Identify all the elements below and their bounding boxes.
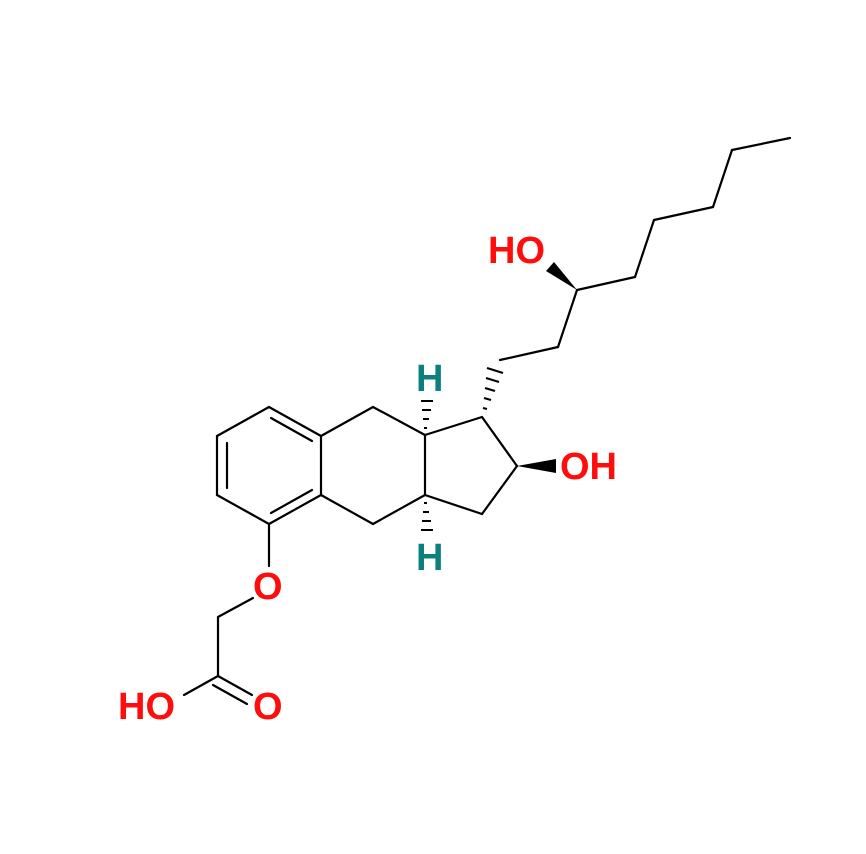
double-bond-inner — [269, 488, 314, 515]
bond — [371, 405, 427, 437]
bond — [267, 405, 323, 438]
hashed-bond-chain — [482, 367, 504, 410]
ether-oxygen-label: O — [253, 566, 283, 608]
hashed-bond-bottom-h — [421, 502, 433, 531]
hashed-bond-top-h — [421, 400, 433, 429]
bond — [730, 136, 792, 152]
bond — [498, 345, 560, 362]
bond — [216, 674, 254, 697]
double-bond-inner — [269, 416, 314, 443]
wedge-bond — [517, 459, 556, 473]
bond — [711, 148, 734, 209]
bond — [480, 415, 519, 468]
ring-hydroxyl-label: OH — [560, 446, 617, 488]
bond — [575, 275, 637, 292]
carbonyl-oxygen-label: O — [253, 686, 283, 728]
bond — [423, 415, 484, 437]
bond — [423, 493, 484, 516]
bond — [267, 493, 323, 526]
stereo-h-top-label: H — [416, 358, 443, 400]
bond — [319, 405, 375, 438]
carboxyl-hydroxyl-label: HO — [118, 686, 175, 728]
bond — [652, 205, 715, 222]
bond — [216, 596, 255, 619]
bond — [633, 218, 656, 279]
bond — [215, 405, 271, 438]
bond — [182, 674, 220, 697]
bonds — [182, 136, 792, 706]
wedge-bond — [546, 262, 577, 290]
chain-hydroxyl-label: HO — [488, 230, 545, 272]
bond — [215, 493, 271, 526]
stereo-h-bottom-label: H — [416, 537, 443, 579]
bond — [480, 464, 519, 516]
bond — [556, 288, 579, 349]
bond — [319, 493, 375, 526]
bond — [371, 493, 427, 526]
double-bond-inner — [211, 683, 249, 706]
atom-labels: OH HO H H O HO O — [118, 230, 617, 728]
